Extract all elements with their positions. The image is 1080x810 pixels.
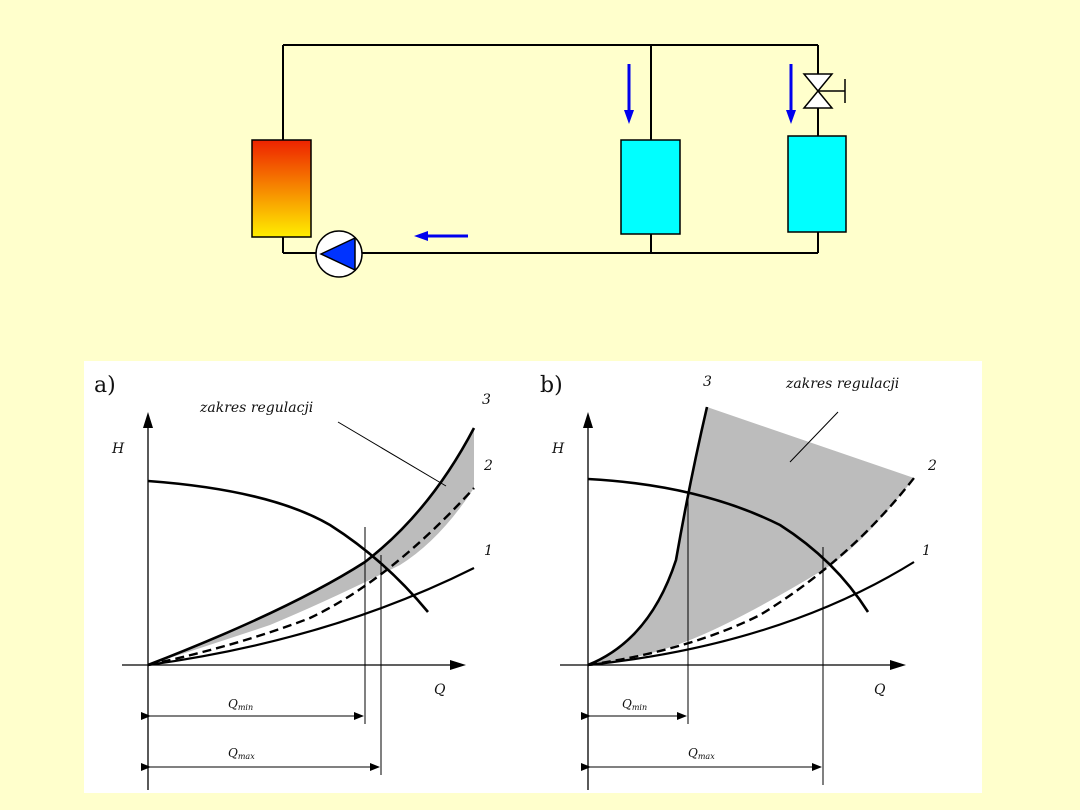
flow-arrow-down-receiver-2 [786, 64, 796, 124]
graph-b-curve-2 [587, 477, 915, 667]
graph-a-regulation-region [148, 428, 474, 665]
graph-b-curves [587, 406, 915, 667]
graph-b-region-label: zakres regulacji [785, 376, 899, 392]
heat-receiver-box-1 [620, 139, 681, 235]
graph-b-operating-lines [687, 411, 839, 785]
flow-arrows [414, 64, 796, 241]
graph-b-qmax-label: Qmax [688, 746, 715, 761]
graph-a-dimension-arrows [141, 712, 380, 771]
graph-b-regulation-region [588, 407, 914, 665]
graph-a-curve-1 [147, 567, 475, 667]
graph-a-pump-curve [147, 479, 430, 613]
control-valve-icon [802, 73, 846, 109]
graph-b-curve-1-label: 1 [922, 543, 931, 559]
graph-a-operating-lines [337, 421, 447, 775]
graph-b-axes [560, 412, 906, 790]
graph-a-curve-2 [147, 487, 475, 667]
flow-arrow-down-receiver-1 [624, 64, 634, 124]
graph-b-curve-3-label: 3 [703, 374, 712, 390]
heat-source-box [251, 139, 312, 238]
graph-b: b) H Q zakres regulacji 3 2 1 [540, 373, 937, 790]
graph-a-qmin-label: Qmin [228, 697, 253, 712]
circulation-pump-icon [315, 230, 363, 278]
graph-b-curve-3 [587, 406, 709, 667]
graph-b-dimension-arrows [581, 712, 822, 771]
graph-b-x-axis-label: Q [874, 682, 886, 698]
graph-a-x-axis-label: Q [434, 682, 446, 698]
graph-a-curve-3-label: 3 [482, 392, 491, 408]
graph-a-y-axis-label: H [111, 441, 125, 457]
graph-b-qmin-label: Qmin [622, 697, 647, 712]
graph-b-panel-label: b) [540, 373, 563, 398]
graph-b-curve-2-label: 2 [927, 458, 937, 474]
heat-receiver-box-2 [787, 135, 847, 233]
graph-b-curve-1 [587, 561, 915, 667]
graph-b-pump-curve [587, 477, 870, 613]
graph-a-region-label: zakres regulacji [199, 400, 313, 416]
heating-circuit-schematic [251, 44, 847, 278]
graph-panel-background [84, 361, 982, 793]
graph-a-panel-label: a) [94, 373, 116, 398]
graph-a: a) H Q zakres regulacji 3 2 1 [94, 373, 493, 790]
flow-arrow-left-return [414, 231, 468, 241]
graph-a-qmax-label: Qmax [228, 746, 255, 761]
graph-a-curve-1-label: 1 [484, 543, 493, 559]
circuit-pipes [282, 44, 819, 254]
graph-a-curve-2-label: 2 [483, 458, 493, 474]
graph-b-y-axis-label: H [551, 441, 565, 457]
graph-a-axes [122, 412, 466, 790]
